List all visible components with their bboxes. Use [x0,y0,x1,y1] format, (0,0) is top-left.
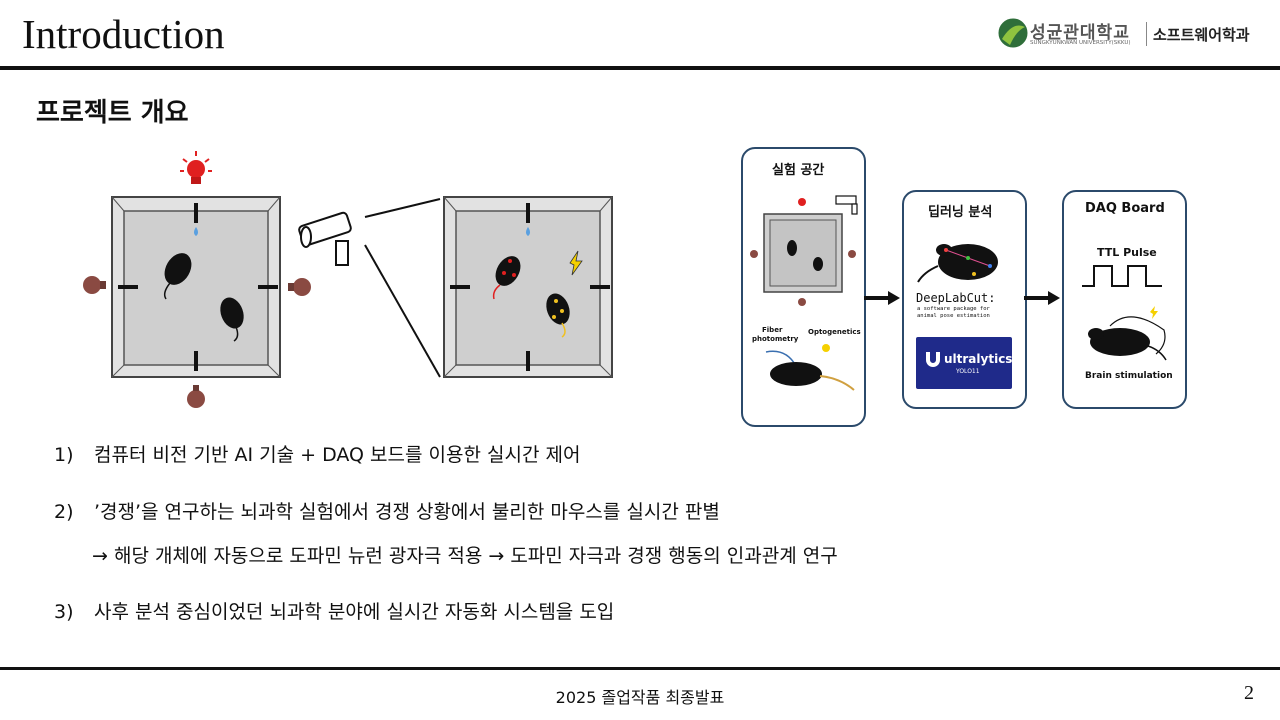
arena-box-left [111,196,281,378]
bullet-2-number: 2) [54,501,74,523]
slide-title: Introduction [22,11,225,57]
ultralytics-icon [926,352,940,367]
fiber-label: Fiber [762,326,783,334]
daq-board-box [1062,190,1187,409]
bullet-3-number: 3) [54,601,74,623]
ttl-pulse-icon [1082,265,1162,287]
brain-stimulation-mouse-icon [1088,306,1167,361]
dlc-title: DeepLabCut: [916,291,996,305]
dlc-subtitle-1: a software package for [917,306,990,312]
mouse-tether-icon [765,344,855,391]
arena-box-right [443,196,613,378]
bullet-1: 1) 컴퓨터 비전 기반 AI 기술 + DAQ 보드를 이용한 실시간 제어 [54,440,580,467]
yolo-version: YOLO11 [956,368,980,375]
optogenetics-label: Optogenetics [808,328,861,336]
yolo-brand: ultralytics [944,352,1013,366]
camera-icon [298,211,352,266]
mini-arena-icon [750,195,858,306]
bullet-3: 3) 사후 분석 중심이었던 뇌과학 분야에 실시간 자동화 시스템을 도입 [54,597,614,624]
footer-text: 2025 졸업작품 최종발표 [555,688,725,707]
mini-camera-icon [835,195,858,215]
bullet-2: 2) ’경쟁’을 연구하는 뇌과학 실험에서 경쟁 상황에서 불리한 마우스를 실… [54,497,720,524]
brown-bulb-right-icon [288,278,311,296]
university-logo [998,17,1028,49]
pose-mouse-icon [917,244,998,283]
page-number: 2 [1244,682,1254,704]
skku-emblem-icon [998,18,1028,48]
logo-separator [1146,22,1147,46]
arrow-icon-2 [1024,291,1060,305]
experiment-illustration [83,151,613,408]
red-bulb-icon [180,151,212,184]
footer-rule [0,667,1280,670]
deep-learning-label: 딥러닝 분석 [928,205,993,220]
department-name: 소프트웨어학과 [1153,26,1250,44]
bullet-3-text: 사후 분석 중심이었던 뇌과학 분야에 실시간 자동화 시스템을 도입 [94,601,615,623]
university-name-en: SUNGKYUNKWAN UNIVERSITY(SKKU) [1030,40,1131,46]
experiment-space-label: 실험 공간 [772,163,825,178]
bullet-2-detail: → 해당 개체에 자동으로 도파민 뉴런 광자극 적용 → 도파민 자극과 경쟁… [92,545,838,567]
arrow-icon [864,291,900,305]
dlc-subtitle-2: animal pose estimation [917,313,990,319]
header-rule [0,66,1280,70]
university-name: 성균관대학교 [1030,23,1130,43]
brown-bulb-left-icon [83,276,106,294]
section-title: 프로젝트 개요 [36,98,189,128]
brown-bulb-bottom-icon [187,385,205,408]
brain-stimulation-label: Brain stimulation [1085,371,1173,381]
ttl-label: TTL Pulse [1097,246,1157,259]
daq-board-label: DAQ Board [1085,201,1165,216]
bullet-1-number: 1) [54,444,74,466]
photometry-label: photometry [752,335,799,343]
bullet-1-text: 컴퓨터 비전 기반 AI 기술 + DAQ 보드를 이용한 실시간 제어 [94,444,581,466]
bullet-2-text: ’경쟁’을 연구하는 뇌과학 실험에서 경쟁 상황에서 불리한 마우스를 실시간… [94,501,720,523]
